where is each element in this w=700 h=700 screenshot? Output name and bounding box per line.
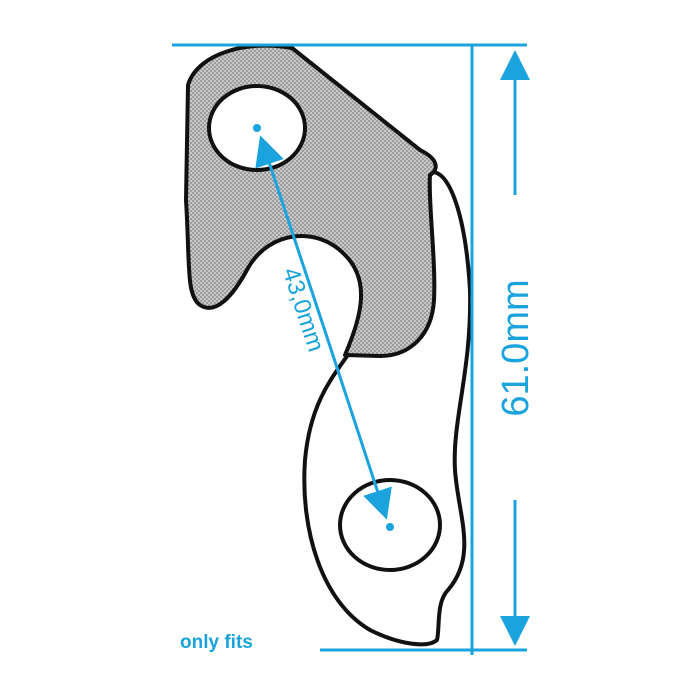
upper-hole-center-dot: [253, 124, 261, 132]
hole-distance-arrow-b: [321, 324, 392, 520]
only-fits-note: only fits: [180, 632, 253, 653]
lower-hole-center-dot: [386, 523, 394, 531]
height-label: 61.0mm: [495, 279, 537, 416]
hole-distance-label: 43,0mm: [277, 264, 329, 355]
hole-distance-arrow-a: [255, 135, 325, 326]
